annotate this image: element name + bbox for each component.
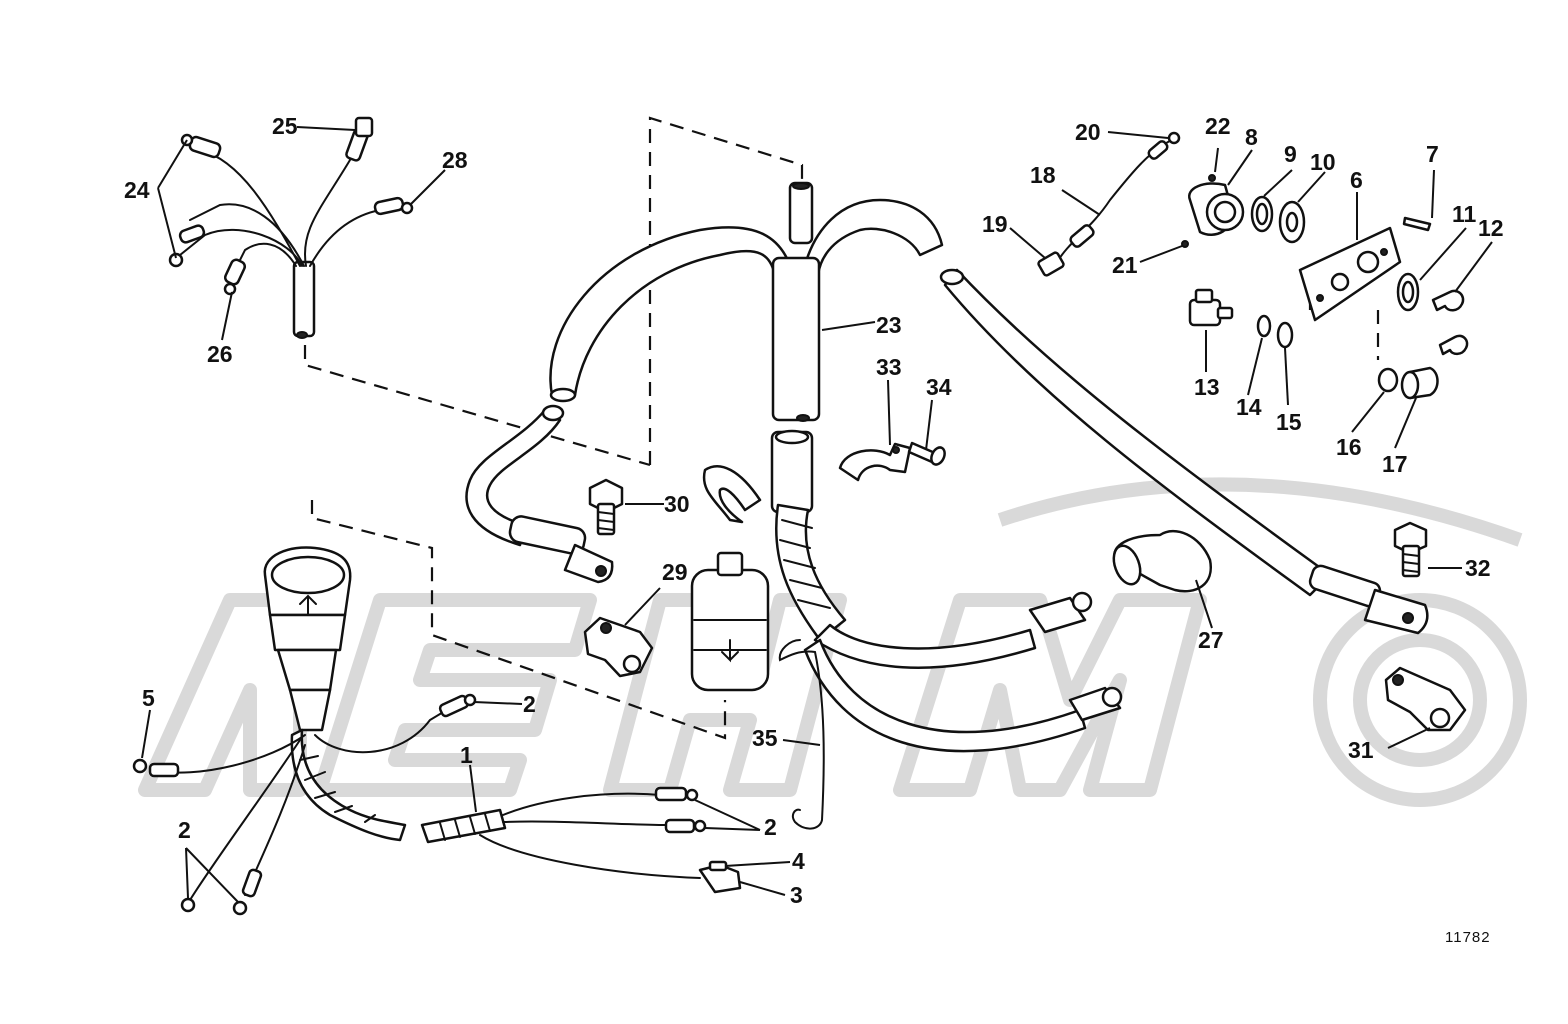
callout-4: 4 <box>792 848 805 874</box>
callout-22: 22 <box>1205 113 1231 139</box>
callout-23: 23 <box>876 312 902 338</box>
part-27-boot <box>1112 529 1213 593</box>
callout-14: 14 <box>1236 394 1262 420</box>
callout-10: 10 <box>1310 149 1336 175</box>
callout-2: 2 <box>523 691 536 717</box>
callout-18: 18 <box>1030 162 1056 188</box>
part-29-condenser <box>690 551 770 692</box>
callout-32: 32 <box>1465 555 1491 581</box>
callout-35: 35 <box>752 725 778 751</box>
ignition-switch-assembly <box>1037 131 1469 400</box>
callout-20: 20 <box>1075 119 1101 145</box>
callout-25: 25 <box>272 113 298 139</box>
battery-cable-left <box>465 404 614 584</box>
callout-24: 24 <box>124 177 150 203</box>
part-32-bolt <box>1393 521 1428 578</box>
callout-8: 8 <box>1245 124 1258 150</box>
callout-2: 2 <box>178 817 191 843</box>
part-29-clamp <box>583 616 654 678</box>
callout-33: 33 <box>876 354 902 380</box>
callout-2: 2 <box>764 814 777 840</box>
callout-leaders <box>141 126 1493 903</box>
callout-28: 28 <box>442 147 468 173</box>
callout-1: 1 <box>460 742 473 768</box>
part-1-lead-assembly <box>420 786 742 894</box>
callout-3: 3 <box>790 882 803 908</box>
part-34-screw <box>907 441 946 466</box>
figure-number: 11782 <box>1445 929 1491 946</box>
callout-30: 30 <box>664 491 690 517</box>
callout-6: 6 <box>1350 167 1363 193</box>
callout-5: 5 <box>142 685 155 711</box>
callout-21: 21 <box>1112 252 1138 278</box>
callout-26: 26 <box>207 341 233 367</box>
part-33-clip <box>838 442 912 482</box>
loom-lower-branch <box>702 429 1123 753</box>
callout-31: 31 <box>1348 737 1374 763</box>
callout-34: 34 <box>926 374 952 400</box>
upper-wire-harness <box>168 116 414 339</box>
callout-27: 27 <box>1198 627 1224 653</box>
callout-16: 16 <box>1336 434 1362 460</box>
part-35-wire-clip <box>778 639 825 830</box>
lower-wire-harness <box>132 546 477 916</box>
callout-13: 13 <box>1194 374 1220 400</box>
callout-17: 17 <box>1382 451 1408 477</box>
callout-15: 15 <box>1276 409 1302 435</box>
callout-19: 19 <box>982 211 1008 237</box>
callout-9: 9 <box>1284 141 1297 167</box>
main-cable-loom <box>549 181 1429 635</box>
part-30-bolt <box>588 478 624 536</box>
callout-29: 29 <box>662 559 688 585</box>
callout-12: 12 <box>1478 215 1504 241</box>
callout-7: 7 <box>1426 141 1439 167</box>
callout-labels: 1 2 2 2 3 4 5 6 7 8 9 10 11 12 13 14 15 … <box>124 113 1504 908</box>
part-31-clamp <box>1384 666 1467 732</box>
callout-11: 11 <box>1452 201 1477 227</box>
